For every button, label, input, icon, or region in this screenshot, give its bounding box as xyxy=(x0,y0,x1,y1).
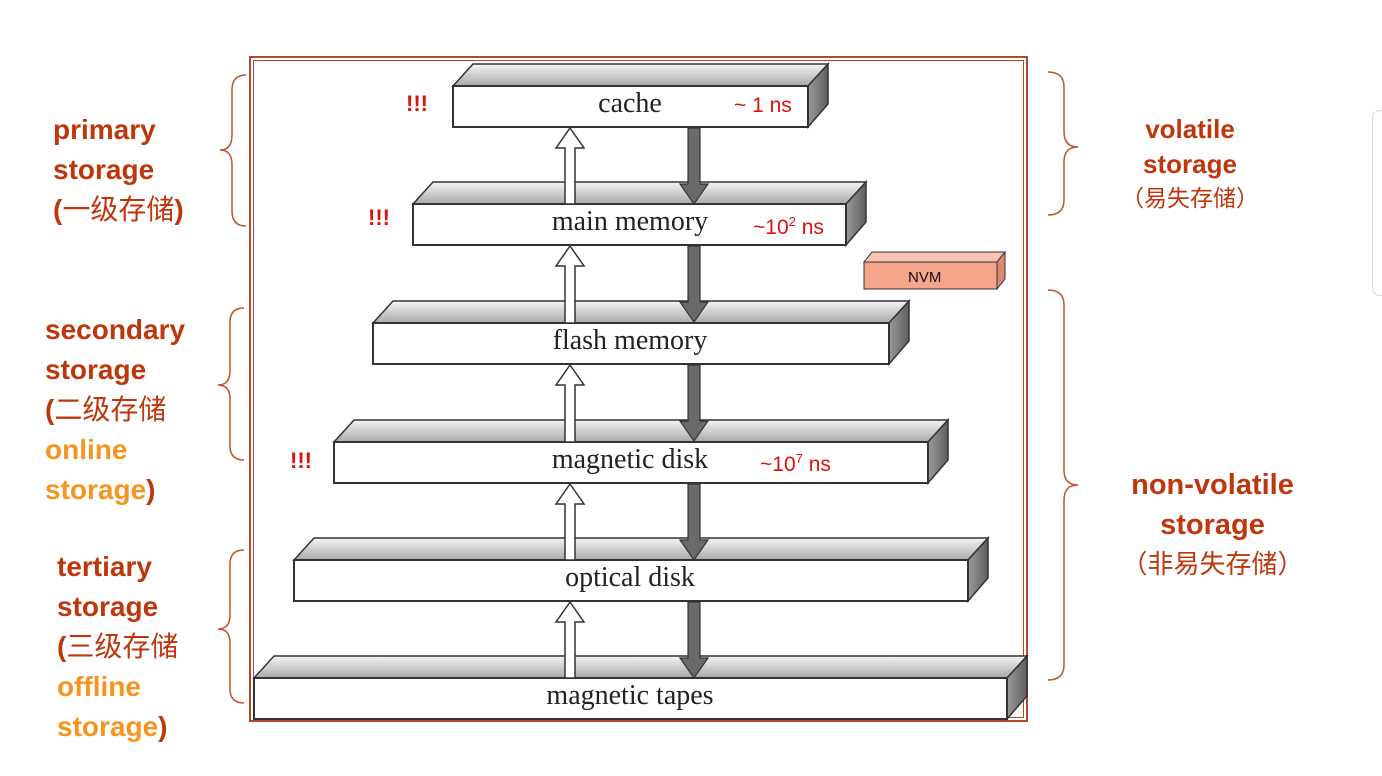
slab-magnetic-disk xyxy=(332,418,950,486)
tertiary-storage-label: tertiary storage (三级存储 offline storage) xyxy=(57,551,179,742)
slab-flash-memory xyxy=(371,299,911,367)
down-arrows xyxy=(678,127,710,680)
secondary-storage-label: secondary storage (二级存储 online storage) xyxy=(45,314,186,505)
slab-optical-disk xyxy=(292,536,990,604)
nvm-label: NVM xyxy=(908,269,942,286)
level-label-cache: cache xyxy=(598,88,662,119)
latency-main-memory: ~102 ns xyxy=(753,214,824,239)
brace-nonvolatile xyxy=(1047,289,1079,681)
brace-volatile xyxy=(1047,71,1079,216)
level-label-magnetic-tapes: magnetic tapes xyxy=(546,680,714,711)
level-label-magnetic-disk: magnetic disk xyxy=(551,444,709,475)
nvm-box xyxy=(862,250,1007,291)
volatile-storage-label: volatile storage （易失存储） xyxy=(1121,114,1259,212)
brace-tertiary xyxy=(217,549,245,704)
slab-main-memory xyxy=(411,180,868,248)
level-label-flash-memory: flash memory xyxy=(552,325,708,356)
up-arrows xyxy=(554,126,586,679)
side-panel-edge xyxy=(1372,110,1382,296)
marker-main-memory: !!! xyxy=(368,205,390,230)
slab-magnetic-tapes xyxy=(252,654,1029,722)
latency-magnetic-disk: ~107 ns xyxy=(760,451,831,476)
marker-cache: !!! xyxy=(406,91,428,116)
brace-secondary xyxy=(217,307,245,461)
nonvolatile-storage-label: non-volatile storage （非易失存储） xyxy=(1121,469,1304,580)
level-label-optical-disk: optical disk xyxy=(565,562,695,593)
level-label-main-memory: main memory xyxy=(551,206,709,237)
primary-storage-label: primary storage (一级存储) xyxy=(53,114,184,226)
latency-cache: ~ 1 ns xyxy=(734,94,792,117)
slab-cache xyxy=(451,62,830,130)
marker-magnetic-disk: !!! xyxy=(290,448,312,473)
brace-primary xyxy=(219,74,247,227)
braces xyxy=(217,71,1079,704)
